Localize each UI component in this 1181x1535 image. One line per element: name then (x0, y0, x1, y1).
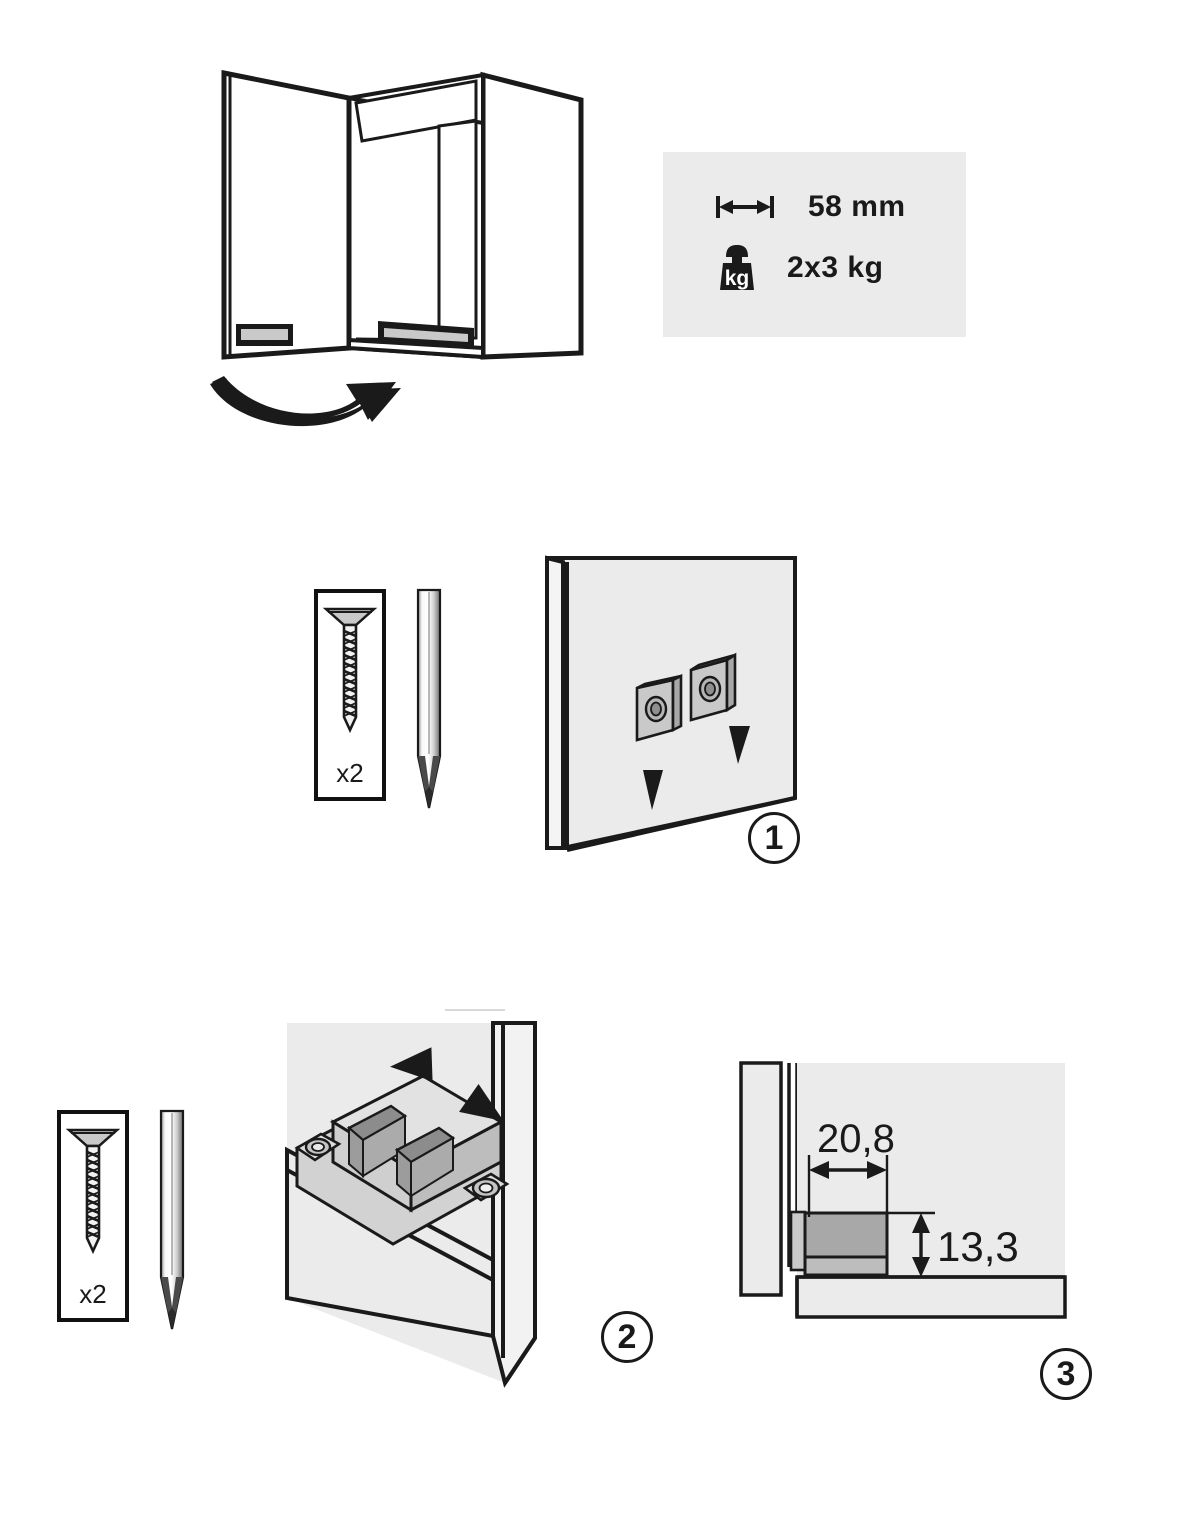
spec-value-weight: 2x3 kg (787, 251, 884, 284)
spec-value-width: 58 mm (808, 190, 906, 223)
direction-arrow-right (459, 1084, 504, 1122)
magnet-part-door (236, 324, 293, 346)
step-number-1: 1 (748, 812, 800, 864)
cabinet-door-overview-illustration (196, 48, 616, 428)
weight-kg-icon: kg (715, 242, 759, 294)
step-2-illustration (215, 998, 635, 1398)
parts-box-screws-step2: x2 (57, 1110, 129, 1322)
step-number-2: 2 (601, 1311, 653, 1363)
parts-box-screws-step1: x2 (314, 589, 386, 801)
step-number-3: 3 (1040, 1348, 1092, 1400)
screw-quantity-label-step2: x2 (79, 1279, 107, 1309)
position-marker-right (729, 726, 750, 764)
dimension-vertical-arrow (912, 1213, 930, 1277)
specification-box: 58 mm kg 2x3 kg (663, 152, 966, 337)
dimension-horizontal-arrow (809, 1161, 887, 1179)
step-3-illustration: 20,8 13,3 (735, 1055, 1080, 1405)
dimension-label-vertical: 13,3 (937, 1223, 1019, 1270)
width-dimension-icon (715, 192, 775, 222)
spec-row-width: 58 mm (715, 190, 906, 224)
step-1-illustration (505, 548, 825, 893)
phillips-screwdriver-bit-step1 (412, 586, 446, 812)
door-closing-rotation-arrow (210, 376, 401, 427)
dimension-label-horizontal: 20,8 (817, 1117, 895, 1161)
phillips-screwdriver-bit-step2 (155, 1107, 189, 1333)
position-marker-left (643, 770, 663, 810)
spec-row-weight: kg 2x3 kg (715, 242, 883, 294)
direction-arrow-left (390, 1047, 433, 1082)
magnet-part-frame (378, 321, 474, 348)
screw-quantity-label-step1: x2 (336, 758, 364, 788)
strike-plate-left (635, 673, 683, 742)
magnet-catch-body (294, 1074, 510, 1246)
svg-text:kg: kg (725, 267, 750, 290)
strike-plate-right (689, 652, 737, 722)
